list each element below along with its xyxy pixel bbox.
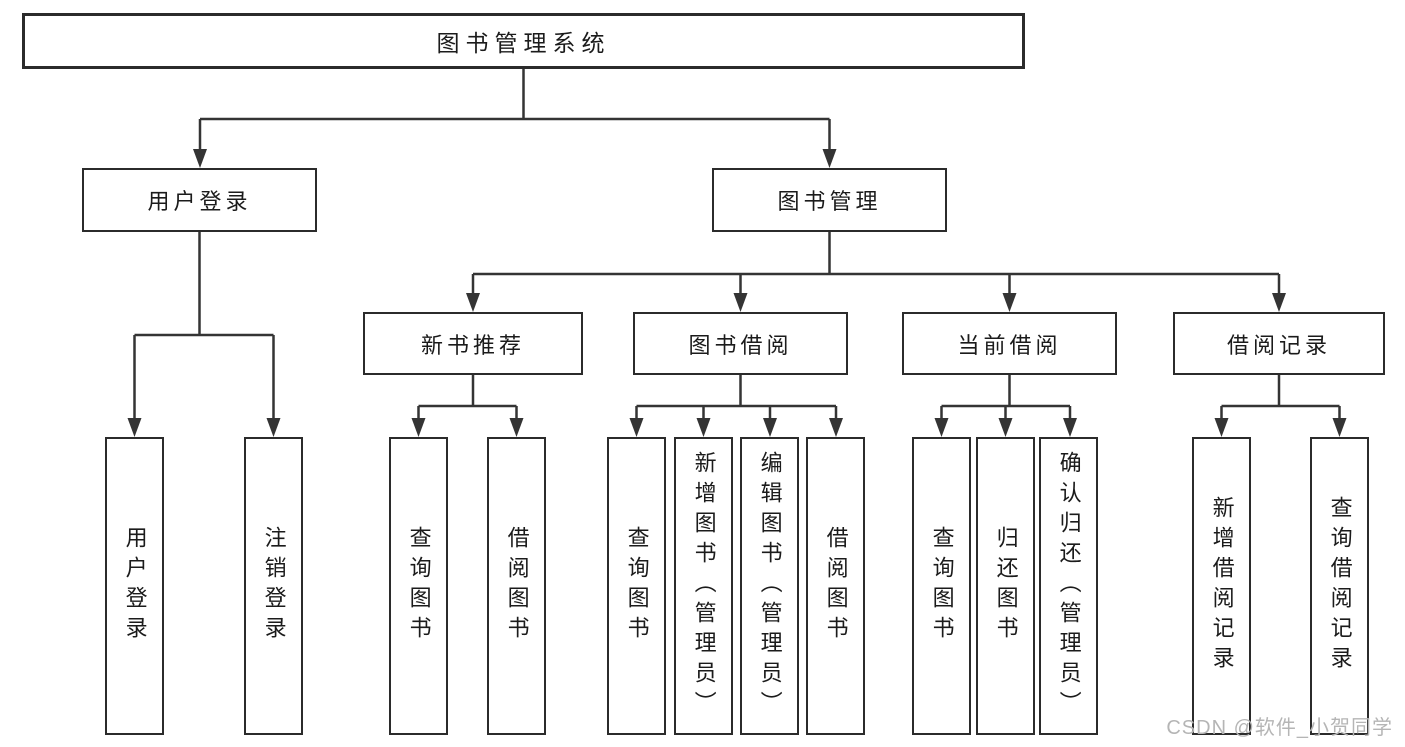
- node-leaf-logout: 注销登录: [244, 437, 303, 735]
- node-borrowing-records: 借阅记录: [1173, 312, 1385, 375]
- node-label: 查询图书: [929, 526, 955, 646]
- node-user-login: 用户登录: [82, 168, 317, 232]
- csdn-watermark: CSDN @软件_小贺同学: [1166, 717, 1393, 739]
- node-label: 当前借阅: [957, 332, 1062, 358]
- node-label: 查询借阅记录: [1327, 496, 1353, 676]
- node-label: 查询图书: [624, 526, 650, 646]
- node-leaf-query-books-current: 查询图书: [912, 437, 971, 735]
- node-new-book-recommendation: 新书推荐: [363, 312, 583, 375]
- node-leaf-edit-books-admin: 编辑图书（管理员）: [740, 437, 799, 735]
- node-leaf-borrow-books-recommend: 借阅图书: [487, 437, 546, 735]
- node-label: 借阅图书: [504, 526, 530, 646]
- node-label: 新增借阅记录: [1209, 496, 1235, 676]
- node-label: 归还图书: [993, 526, 1019, 646]
- node-leaf-borrow-books-borrowing: 借阅图书: [806, 437, 865, 735]
- node-label: 用户登录: [147, 189, 252, 214]
- node-leaf-query-books-borrowing: 查询图书: [607, 437, 666, 735]
- node-label: 确认归还（管理员）: [1056, 451, 1082, 721]
- node-leaf-user-login: 用户登录: [105, 437, 164, 735]
- node-book-borrowing: 图书借阅: [633, 312, 848, 375]
- node-leaf-return-books: 归还图书: [976, 437, 1035, 735]
- node-label: 借阅图书: [823, 526, 849, 646]
- node-label: 图书借阅: [688, 332, 793, 358]
- node-label: 借阅记录: [1226, 332, 1331, 358]
- node-leaf-confirm-return-admin: 确认归还（管理员）: [1039, 437, 1098, 735]
- node-label: 编辑图书（管理员）: [757, 451, 783, 721]
- node-label: 用户登录: [122, 526, 148, 646]
- node-label: 查询图书: [406, 526, 432, 646]
- node-label: 新书推荐: [420, 332, 525, 358]
- node-label: 新增图书（管理员）: [691, 451, 717, 721]
- node-library-management-system: 图书管理系统: [22, 13, 1025, 69]
- node-leaf-add-books-admin: 新增图书（管理员）: [674, 437, 733, 735]
- node-current-borrowing: 当前借阅: [902, 312, 1117, 375]
- node-leaf-query-borrow-record: 查询借阅记录: [1310, 437, 1369, 735]
- node-book-management: 图书管理: [712, 168, 947, 232]
- node-label: 图书管理: [777, 189, 882, 214]
- node-label: 注销登录: [261, 526, 287, 646]
- node-leaf-query-books-recommend: 查询图书: [389, 437, 448, 735]
- node-leaf-add-borrow-record: 新增借阅记录: [1192, 437, 1251, 735]
- node-label: 图书管理系统: [436, 30, 611, 56]
